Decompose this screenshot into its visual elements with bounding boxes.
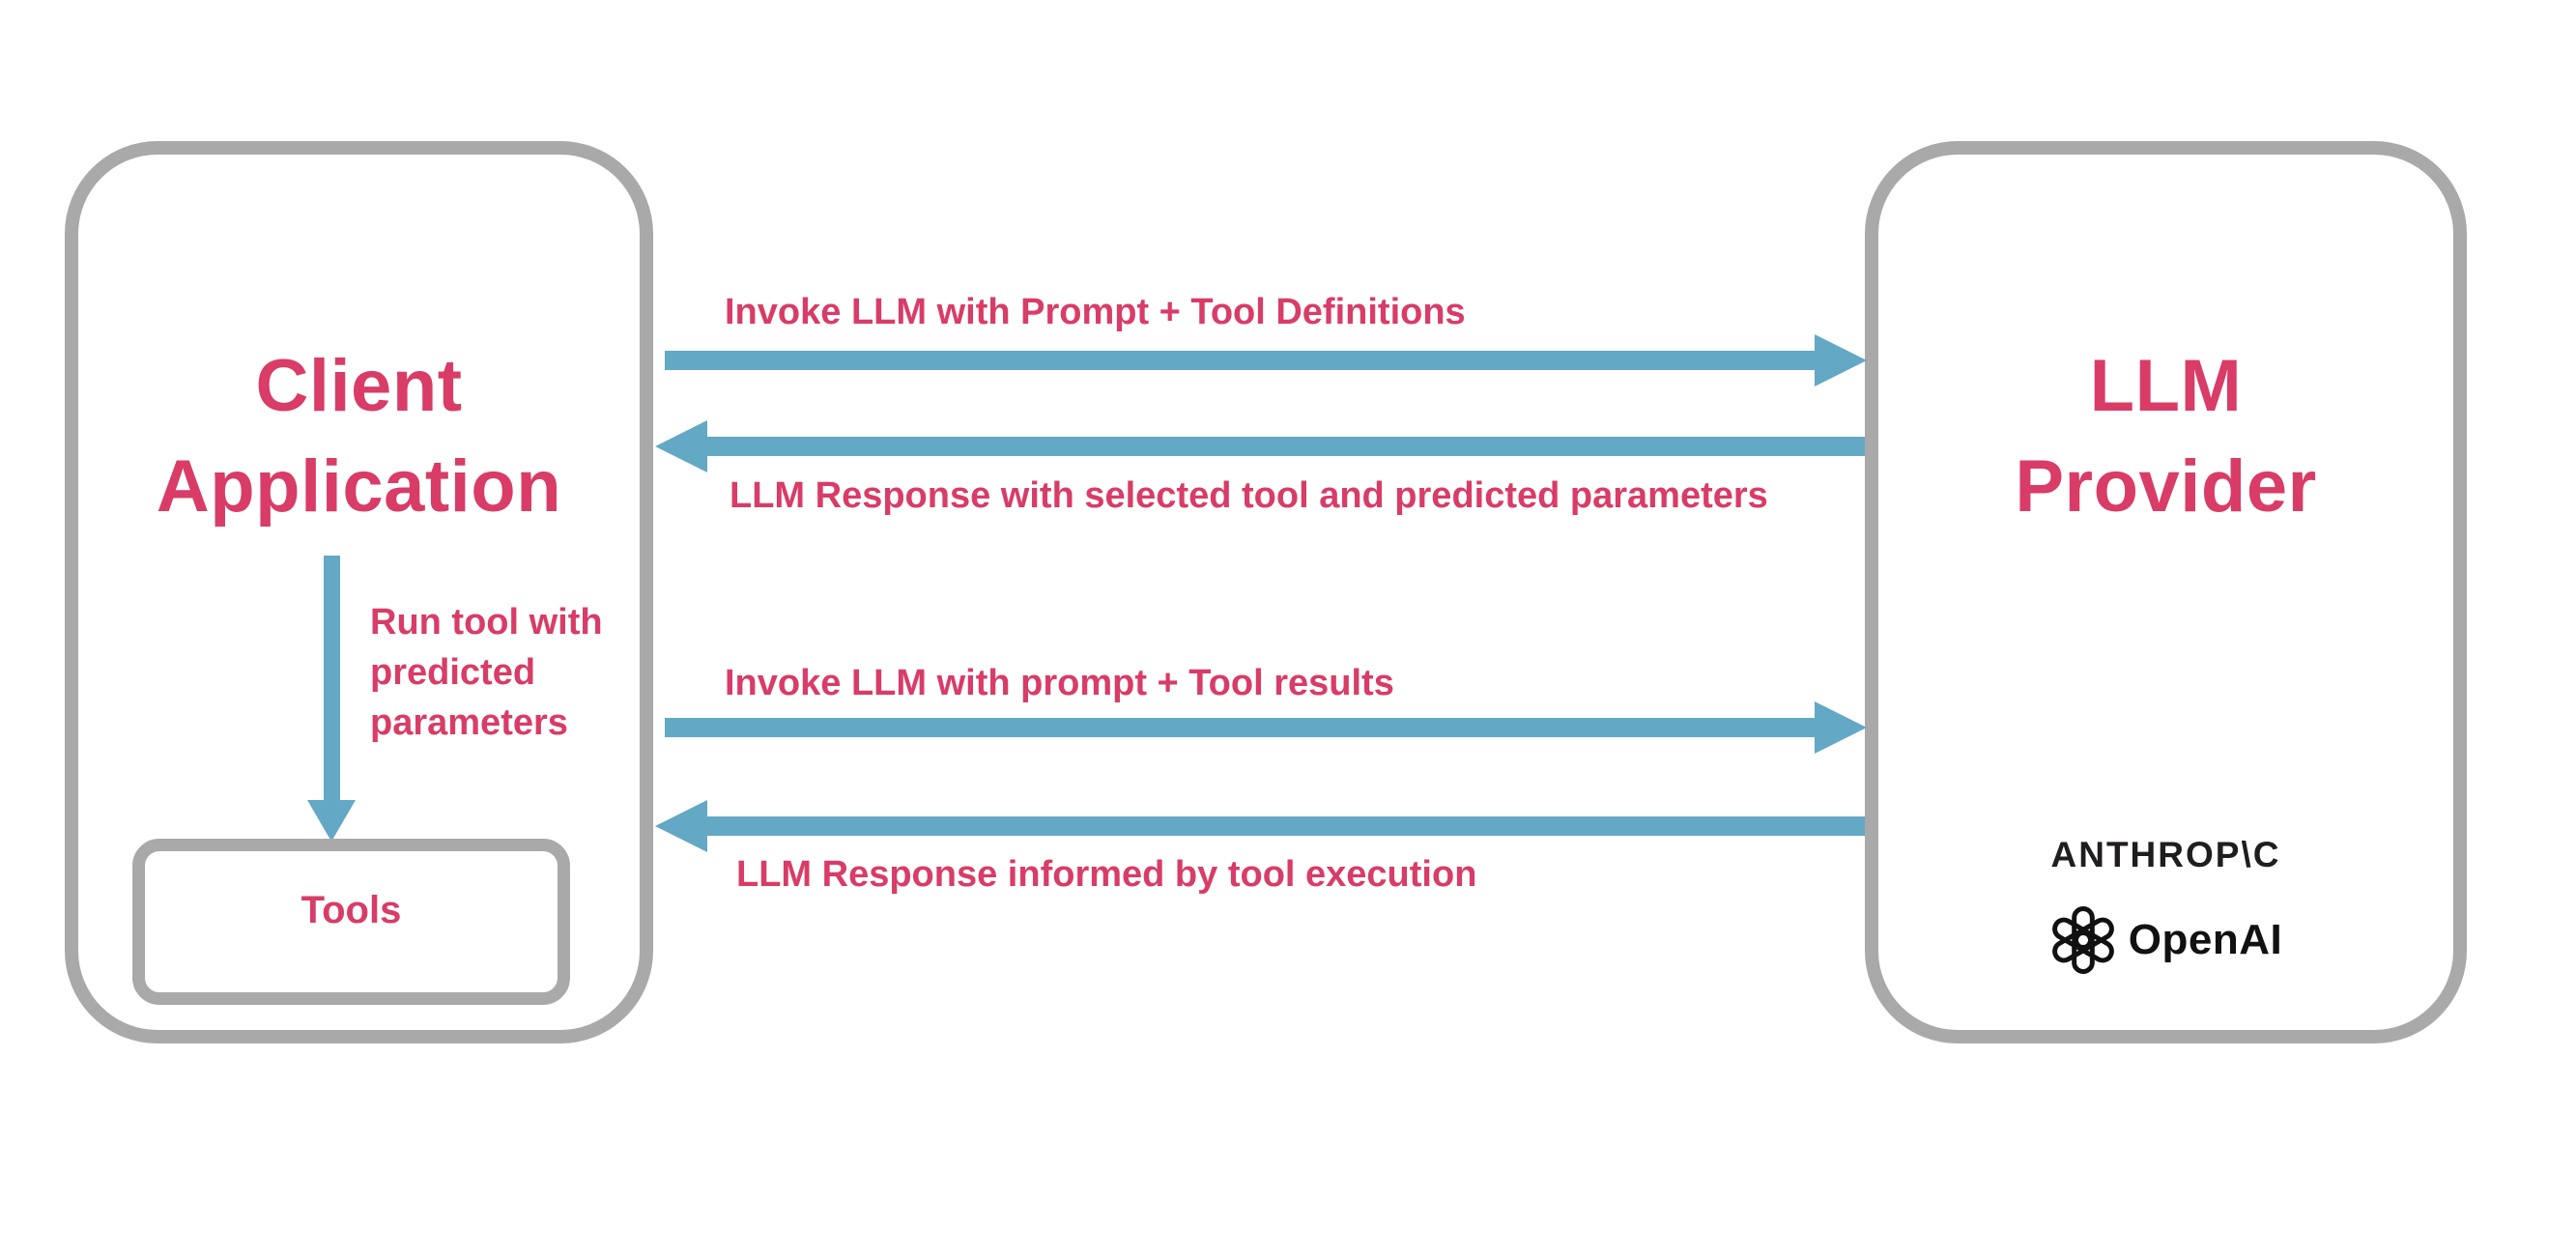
openai-logo: OpenAI (1865, 906, 2467, 974)
llm-title-line2: Provider (2015, 445, 2317, 528)
arrow-right-icon (1815, 701, 1867, 754)
arrow-label-invoke-definitions: Invoke LLM with Prompt + Tool Definition… (725, 292, 1466, 332)
client-title-line2: Application (156, 445, 562, 528)
anthropic-logo: ANTHROP\C (2050, 835, 2281, 874)
arrow-left-icon (655, 800, 707, 852)
arrow-label-invoke-results: Invoke LLM with prompt + Tool results (725, 663, 1394, 703)
arrow-right-icon (1815, 334, 1867, 386)
run-tool-label: Run tool with predicted parameters (370, 602, 603, 743)
openai-icon (2051, 906, 2114, 974)
arrow-label-response-selected: LLM Response with selected tool and pred… (730, 475, 1768, 516)
client-application-title: Client Application (65, 336, 653, 537)
arrow-invoke-results-shaft (665, 718, 1817, 737)
run-tool-arrow-shaft (324, 556, 340, 800)
arrow-response-selected-shaft (707, 437, 1865, 456)
tools-label: Tools (301, 888, 402, 931)
run-tool-arrow-down-icon (307, 800, 356, 842)
client-title-line1: Client (255, 345, 463, 427)
arrow-invoke-definitions-shaft (665, 351, 1817, 370)
llm-title-line1: LLM (2089, 345, 2243, 427)
arrow-label-response-informed: LLM Response informed by tool execution (736, 854, 1477, 895)
tools-box: Tools (132, 839, 570, 1005)
openai-wordmark: OpenAI (2128, 916, 2283, 963)
llm-provider-box (1865, 141, 2467, 1044)
llm-provider-title: LLM Provider (1865, 336, 2467, 537)
arrow-response-informed-shaft (707, 816, 1865, 836)
arrow-left-icon (655, 420, 707, 472)
